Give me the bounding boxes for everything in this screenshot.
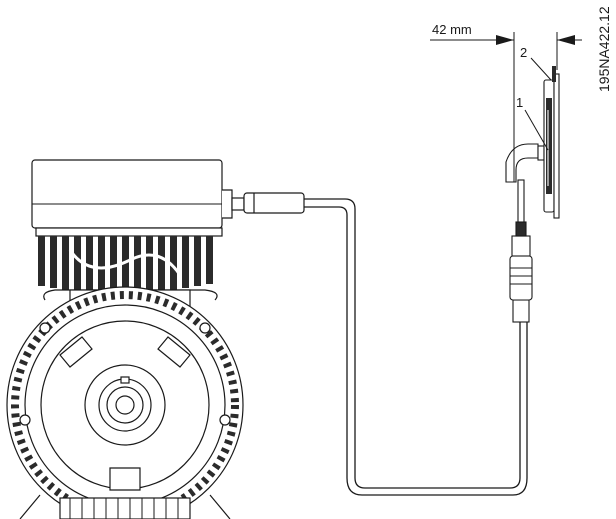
drawing-code: 195NA422.12 [596,6,612,92]
cable-inline-connector [509,179,533,323]
callout-leaders [524,57,552,151]
drive-housing [31,159,245,229]
heat-sink-fins [35,227,223,292]
callout-1: 1 [516,95,523,110]
motor-drive-assembly [6,159,305,519]
dimension-annotation [430,32,582,182]
dimension-label: 42 mm [432,22,472,37]
callout-2: 2 [520,45,527,60]
drive-cable-connector [243,192,305,214]
motor-body [6,286,244,519]
connection-cable [304,198,528,496]
